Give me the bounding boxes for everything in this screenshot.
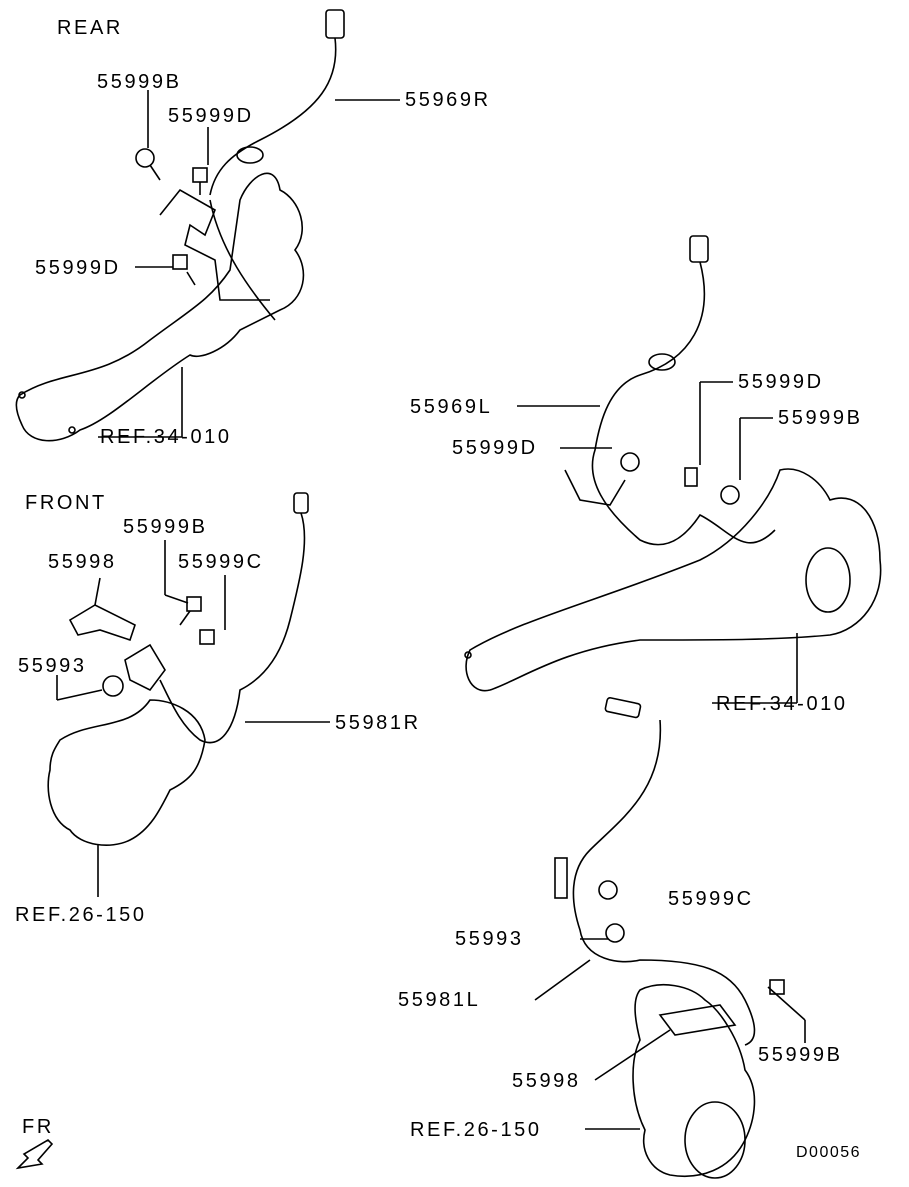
callout-55981L: 55981L xyxy=(398,989,481,1011)
callout-55993: 55993 xyxy=(455,928,524,950)
callout-55999D: 55999D xyxy=(168,105,254,127)
front-direction-arrow-icon xyxy=(15,1138,54,1170)
callout-55999D: 55999D xyxy=(35,257,121,279)
callout-55999D: 55999D xyxy=(452,437,538,459)
ref-label: REF.26-150 xyxy=(410,1119,542,1141)
callout-55969R: 55969R xyxy=(405,89,491,111)
callout-55999B: 55999B xyxy=(778,407,863,429)
callout-55998: 55998 xyxy=(48,551,117,573)
callout-55981R: 55981R xyxy=(335,712,421,734)
callout-55999B: 55999B xyxy=(97,71,182,93)
callout-55999C: 55999C xyxy=(668,888,754,910)
ref-label: REF.34-010 xyxy=(716,693,848,715)
callout-55999B: 55999B xyxy=(758,1044,843,1066)
callout-55998: 55998 xyxy=(512,1070,581,1092)
front-section-title: FRONT xyxy=(25,492,107,514)
callout-55969L: 55969L xyxy=(410,396,493,418)
rear-right-assembly xyxy=(15,9,345,442)
callout-55999B: 55999B xyxy=(123,516,208,538)
rear-section-title: REAR xyxy=(57,17,123,39)
callout-55999C: 55999C xyxy=(178,551,264,573)
orientation-label: FR xyxy=(22,1116,54,1138)
callout-55999D: 55999D xyxy=(738,371,824,393)
ref-label: REF.34-010 xyxy=(100,426,232,448)
diagram-id: D00056 xyxy=(796,1144,862,1161)
rear-left-assembly xyxy=(464,235,882,692)
callout-55993: 55993 xyxy=(18,655,87,677)
front-left-assembly xyxy=(554,697,785,1179)
ref-label: REF.26-150 xyxy=(15,904,147,926)
front-right-assembly xyxy=(47,492,309,846)
